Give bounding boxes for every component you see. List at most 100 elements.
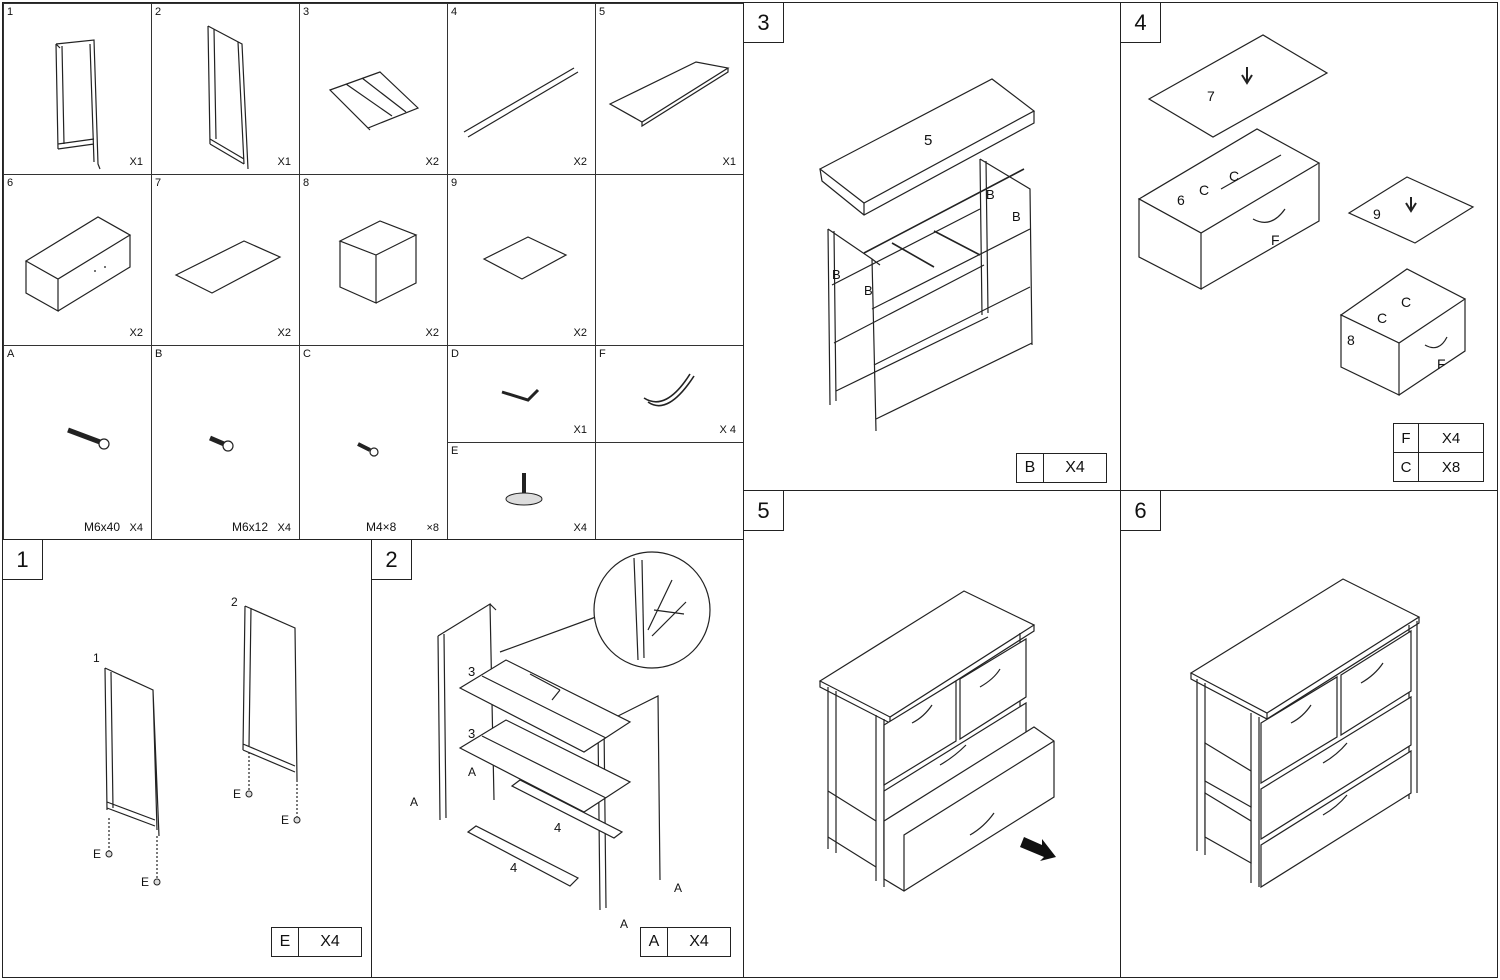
allen-key-icon xyxy=(501,388,540,402)
part-qty: X2 xyxy=(129,327,143,339)
qty-value: X4 xyxy=(1065,459,1085,476)
part-qty: ×8 xyxy=(426,522,439,534)
part-cell-8: 8 X2 xyxy=(299,174,448,346)
bolt-label: A xyxy=(468,765,476,779)
shelf-frame-icon xyxy=(328,71,420,131)
step-number: 3 xyxy=(744,3,784,43)
step-4-diagram: 7 6 C C F 9 8 C C F xyxy=(1137,34,1475,396)
step-number: 1 xyxy=(3,540,43,580)
part-label: 7 xyxy=(155,177,162,189)
part-cell-3: 3 X2 xyxy=(299,3,448,175)
part-cell-1: 1 X1 xyxy=(3,3,152,175)
part-cell-A: A M6x40 X4 xyxy=(3,345,152,541)
bolt-label: A xyxy=(674,881,682,895)
bolt-label: A xyxy=(410,795,418,809)
bar-label: 4 xyxy=(554,820,561,835)
step-number: 2 xyxy=(372,540,412,580)
step-4-panel: 4 7 6 C C F 9 8 C C F F X4 C X8 xyxy=(1120,2,1498,491)
part-label: 4 xyxy=(451,6,458,18)
shelf-label: 3 xyxy=(468,726,475,741)
side-frame-icon xyxy=(207,25,249,170)
frame-label-2: 2 xyxy=(231,595,238,609)
qty-value: X8 xyxy=(1441,458,1461,476)
part-cell-9: 9 X2 xyxy=(447,174,596,346)
screw-icon xyxy=(357,442,379,457)
short-bolt-icon xyxy=(209,435,234,452)
part-qty: X4 xyxy=(277,522,291,534)
qty-value: X4 xyxy=(689,933,709,950)
part-qty: X2 xyxy=(277,327,291,339)
part-label: E xyxy=(451,445,459,457)
side-frame-icon xyxy=(55,39,101,170)
part-cell-B: B M6x12 X4 xyxy=(151,345,300,541)
part-cell-empty xyxy=(595,174,745,346)
bar-label: 4 xyxy=(510,860,517,875)
part-cell-5: 5 X1 xyxy=(595,3,745,175)
step-3-diagram: 5 B B B B xyxy=(818,78,1036,432)
part-qty: X 4 xyxy=(719,424,736,436)
step-2-panel: 2 3 3 4 4 A A A A A X4 xyxy=(371,539,744,978)
part-cell-C: C M4×8 ×8 xyxy=(299,345,448,541)
handle-icon xyxy=(643,373,695,407)
part-cell-6: 6 X2 xyxy=(3,174,152,346)
part-label: 6 xyxy=(7,177,14,189)
parts-list-panel: 1 X1 2 X1 3 X2 4 X2 5 X1 6 X2 7 X2 8 X2 … xyxy=(2,2,745,541)
long-bolt-icon xyxy=(67,427,110,450)
top-label: 5 xyxy=(924,132,932,149)
part-qty: X1 xyxy=(573,424,587,436)
step-number: 5 xyxy=(744,491,784,531)
foot-label: E xyxy=(281,813,289,827)
qty-value: X4 xyxy=(320,933,340,950)
shelf-label: 3 xyxy=(468,664,475,679)
small-drawer-box-icon xyxy=(338,220,418,304)
part-cell-D: D X1 xyxy=(447,345,596,443)
step-number: 6 xyxy=(1121,491,1161,531)
part-qty: X1 xyxy=(277,156,291,168)
part-qty: X1 xyxy=(722,156,736,168)
foot-label: E xyxy=(141,875,149,889)
part-label: F xyxy=(599,348,606,360)
qty-letter: A xyxy=(641,928,668,956)
part-cell-2: 2 X1 xyxy=(151,3,300,175)
step-3-panel: 3 5 B B B B B X4 xyxy=(743,2,1121,491)
screw-label: C xyxy=(1199,182,1209,198)
part-qty: X2 xyxy=(425,327,439,339)
part-label: 8 xyxy=(303,177,310,189)
part-label: 2 xyxy=(155,6,162,18)
part-qty: X4 xyxy=(129,522,143,534)
leveling-foot-icon xyxy=(505,473,543,506)
qty-value: X4 xyxy=(1441,429,1461,447)
frame-label-1: 1 xyxy=(93,651,100,665)
top-board-icon xyxy=(608,61,730,128)
part-qty: X4 xyxy=(573,522,587,534)
part-label: 1 xyxy=(7,6,14,18)
part-qty: X2 xyxy=(573,156,587,168)
part-cell-E: E X4 xyxy=(447,442,596,541)
part-label: 9 xyxy=(451,177,458,189)
part-cell-4: 4 X2 xyxy=(447,3,596,175)
bolt-label: B xyxy=(864,283,873,298)
part-cell-F: F X 4 xyxy=(595,345,745,443)
box-small-label: 8 xyxy=(1347,332,1355,348)
part-label: A xyxy=(7,348,15,360)
part-qty: X1 xyxy=(129,156,143,168)
step-1-diagram: 1 2 E E E E xyxy=(93,595,301,889)
screw-label: C xyxy=(1401,294,1411,310)
step-5-panel: 5 xyxy=(743,490,1121,978)
part-qty: X2 xyxy=(573,327,587,339)
part-label: 5 xyxy=(599,6,606,18)
large-drawer-bottom-icon xyxy=(174,240,282,294)
large-drawer-box-icon xyxy=(24,216,132,313)
quantity-box: A X4 xyxy=(640,927,731,957)
part-qty: X2 xyxy=(425,156,439,168)
part-cell-7: 7 X2 xyxy=(151,174,300,346)
part-label: D xyxy=(451,348,459,360)
part-cell-empty xyxy=(595,442,745,541)
handle-label: F xyxy=(1271,232,1280,248)
step-6-panel: 6 xyxy=(1120,490,1498,978)
lid-small-label: 9 xyxy=(1373,206,1381,222)
cross-bar-icon xyxy=(463,67,579,138)
lid-label: 7 xyxy=(1207,88,1215,104)
step-2-diagram: 3 3 4 4 A A A A xyxy=(410,551,711,931)
step-6-diagram xyxy=(1189,578,1421,889)
